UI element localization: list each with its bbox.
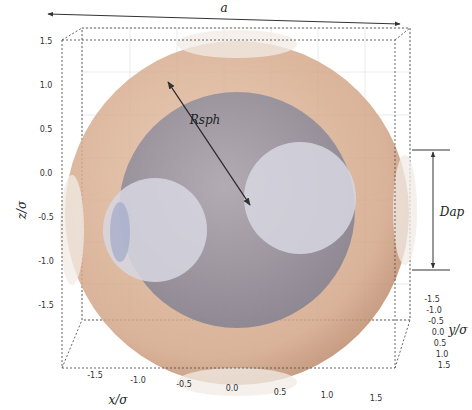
tick-label: -0.5	[428, 318, 444, 326]
tick-label: 1.5	[370, 395, 383, 403]
tick-label: -1.5	[424, 296, 440, 304]
tick-label: 0.0	[40, 170, 53, 178]
tick-label: 0.5	[40, 126, 53, 134]
tick-label: -1.5	[87, 372, 103, 380]
tick-label: -1.0	[426, 307, 442, 315]
tick-label: -1.0	[130, 377, 146, 385]
tick-label: 1.5	[438, 362, 451, 370]
tick-label: 0.0	[226, 385, 239, 393]
tick-label: 1.0	[40, 82, 53, 90]
tick-label: 0.5	[434, 340, 447, 348]
dimension-label: Dap	[440, 206, 464, 218]
tick-label: 1.0	[321, 392, 334, 400]
radius-label: Rsph	[190, 114, 221, 126]
tick-label: -1.0	[38, 258, 54, 266]
tick-label: -1.5	[38, 302, 54, 310]
tick-label: 0.5	[274, 389, 287, 397]
axis-title: y/σ	[448, 324, 467, 336]
axis-title: z/σ	[16, 201, 28, 220]
tick-label: -0.5	[176, 381, 192, 389]
tick-label: 1.5	[40, 38, 53, 46]
tick-label: 0.0	[432, 329, 445, 337]
tick-label: 1.0	[436, 351, 449, 359]
dimension-label: a	[220, 2, 227, 14]
axis-title: x/σ	[108, 394, 127, 406]
tick-label: -0.5	[38, 214, 54, 222]
